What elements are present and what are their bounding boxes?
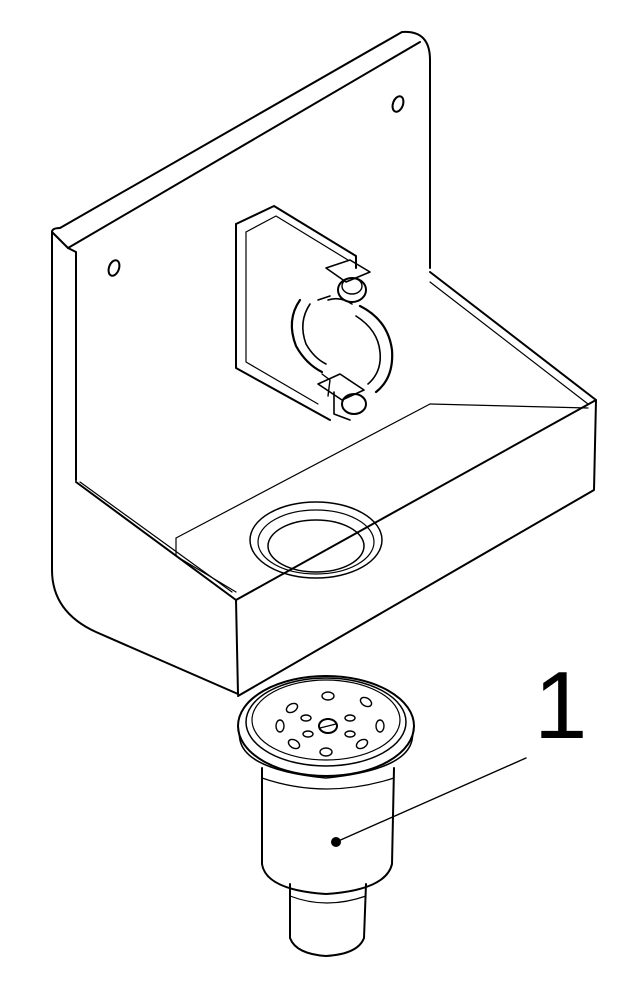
drain-hole <box>249 501 383 579</box>
mount-hole-right <box>391 95 405 113</box>
mount-hole-left <box>107 259 121 277</box>
callout-number: 1 <box>534 652 587 759</box>
drain-strainer <box>237 675 415 957</box>
centre-screw <box>318 718 338 734</box>
leader-line <box>335 757 527 843</box>
strainer-slots <box>275 691 385 757</box>
pipe-clamp-bracket <box>235 205 394 421</box>
callout-1: 1 <box>331 652 587 847</box>
leader-dot <box>331 837 341 847</box>
sink-body <box>51 30 597 697</box>
basin-rim <box>235 399 597 601</box>
back-plate <box>59 30 431 269</box>
